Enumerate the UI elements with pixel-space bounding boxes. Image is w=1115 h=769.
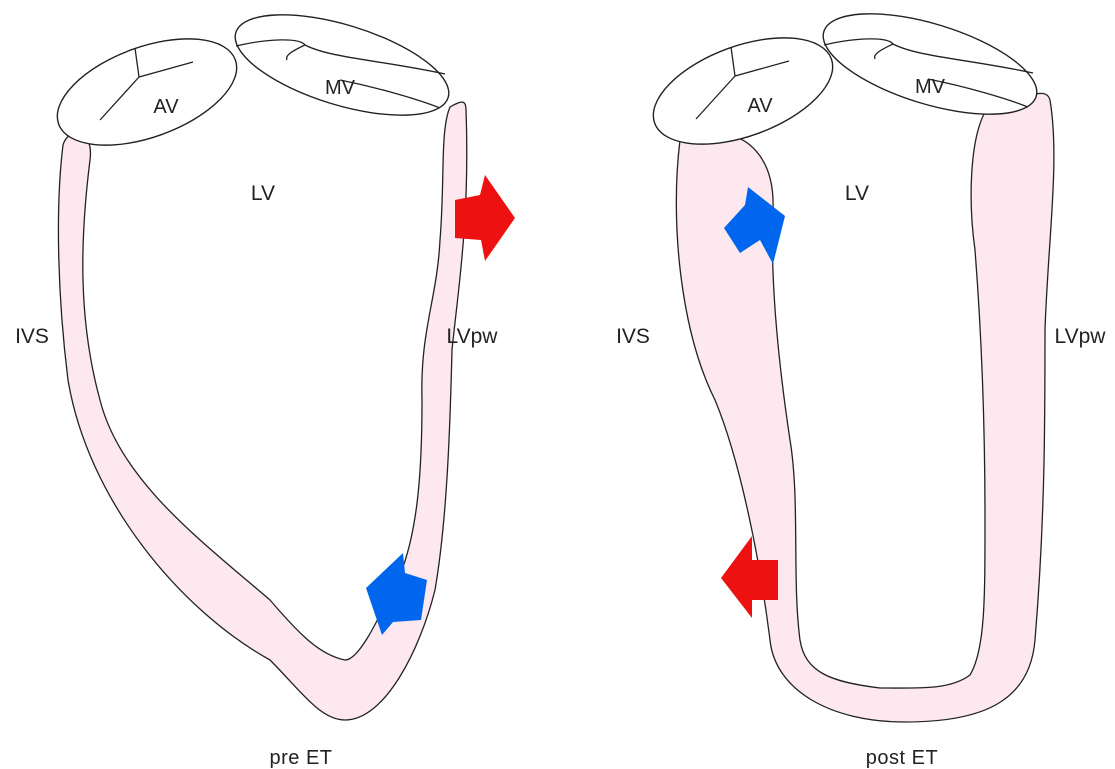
panel-post-et: AV MV LV IVS LVpw post ET bbox=[616, 0, 1106, 769]
ivs-label: IVS bbox=[15, 325, 49, 348]
mitral-valve: MV bbox=[224, 0, 460, 136]
mitral-valve-label: MV bbox=[915, 76, 946, 98]
aortic-valve-label: AV bbox=[153, 96, 179, 118]
panel-caption: pre ET bbox=[269, 747, 332, 769]
lvpw-label: LVpw bbox=[1055, 325, 1107, 348]
panel-pre-et: AV MV LV IVS LVpw pre ET bbox=[15, 0, 515, 769]
lvpw-label: LVpw bbox=[447, 325, 499, 348]
aortic-valve-label: AV bbox=[747, 95, 773, 117]
mitral-valve-label: MV bbox=[325, 77, 356, 99]
ivs-label: IVS bbox=[616, 325, 650, 348]
lv-label: LV bbox=[845, 182, 869, 205]
lv-label: LV bbox=[251, 182, 275, 205]
panel-caption: post ET bbox=[866, 747, 938, 769]
